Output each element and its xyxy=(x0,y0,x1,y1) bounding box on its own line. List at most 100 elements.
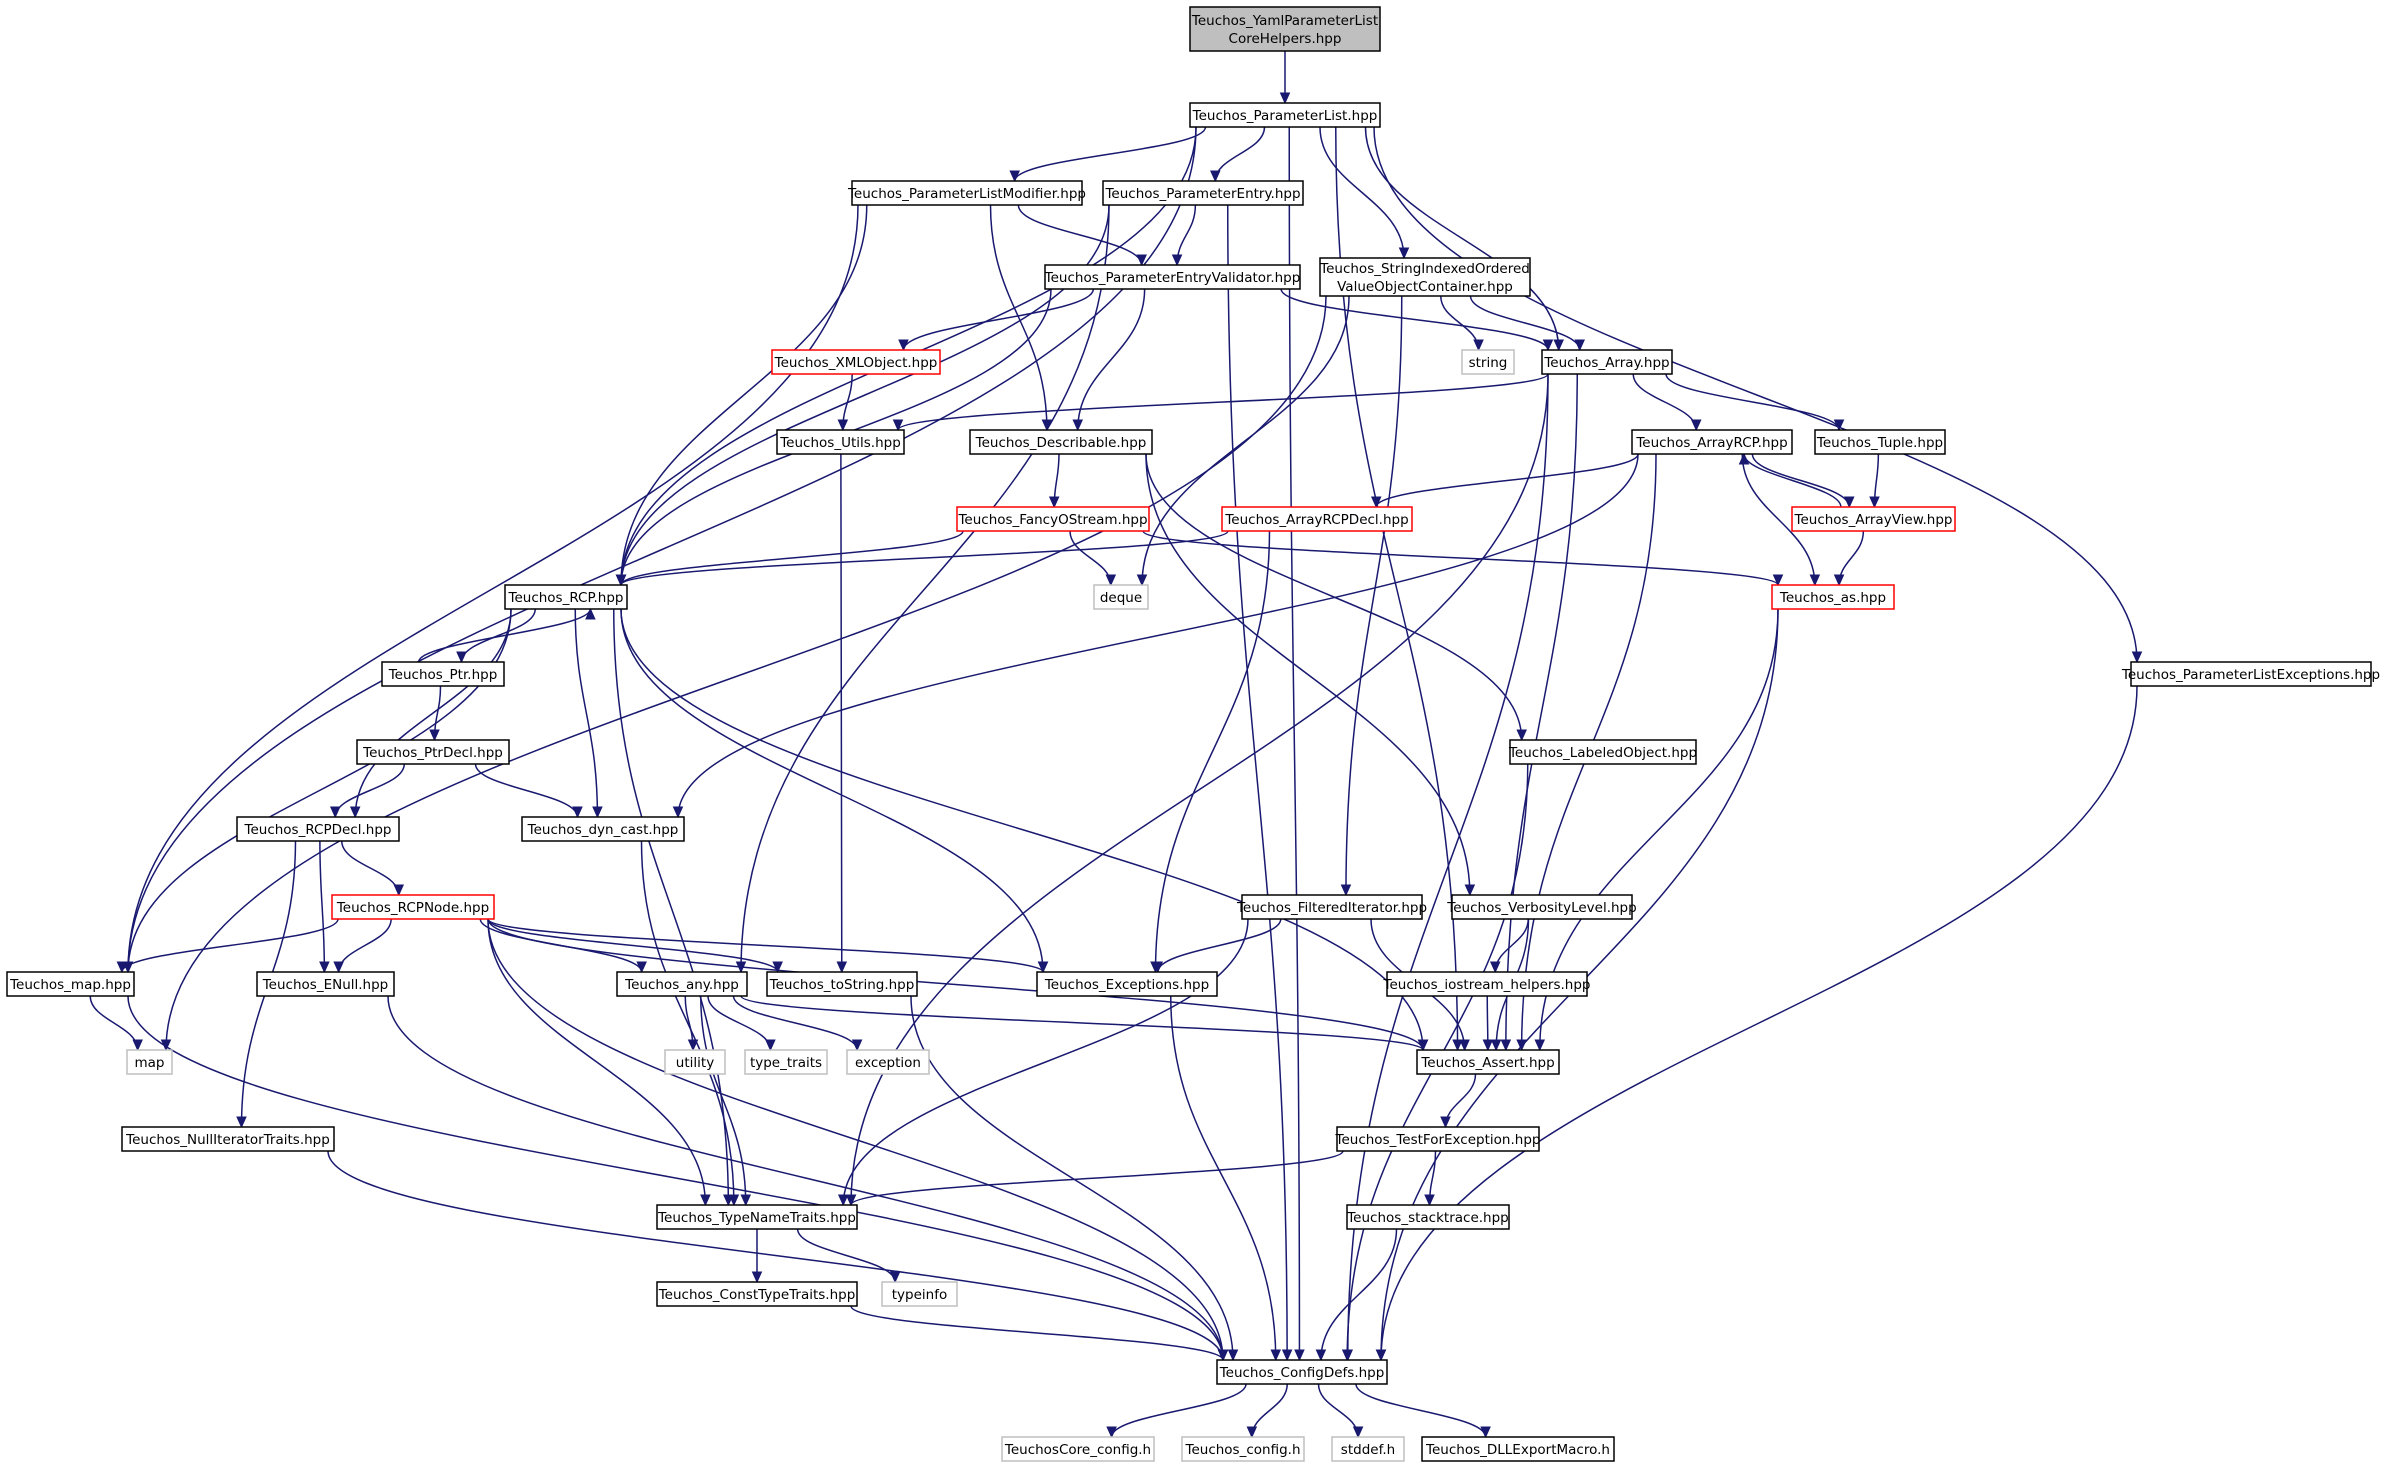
edge-rcp-to-exceptions xyxy=(620,608,1044,973)
node-exception[interactable]: exception xyxy=(846,1049,930,1075)
node-assert[interactable]: Teuchos_Assert.hpp xyxy=(1416,1049,1560,1075)
node-config[interactable]: Teuchos_config.h xyxy=(1181,1436,1305,1462)
node-testexc[interactable]: Teuchos_TestForException.hpp xyxy=(1335,1126,1541,1152)
node-box xyxy=(1221,506,1413,532)
edge-rcpnode-to-enull xyxy=(337,918,392,973)
node-stacktrace[interactable]: Teuchos_stacktrace.hpp xyxy=(1346,1204,1510,1230)
arrowhead xyxy=(116,961,128,974)
edge-typename-to-typeinfo xyxy=(796,1228,896,1283)
edge-arcp-to-as xyxy=(1741,453,1816,586)
edge-pentry-to-any xyxy=(740,204,1110,973)
node-plmod[interactable]: Teuchos_ParameterListModifier.hpp xyxy=(847,180,1086,206)
edge-plist-to-siovoc xyxy=(1319,126,1405,259)
node-typetraits[interactable]: type_traits xyxy=(744,1049,828,1075)
node-xmlobj[interactable]: Teuchos_XMLObject.hpp xyxy=(771,349,941,375)
edge-arcpdecl-to-exceptions xyxy=(1154,530,1271,973)
node-arcpdecl[interactable]: Teuchos_ArrayRCPDecl.hpp xyxy=(1221,506,1413,532)
node-label: Teuchos_StringIndexedOrdered xyxy=(1319,261,1530,277)
arrowhead xyxy=(1424,1194,1435,1207)
node-utility[interactable]: utility xyxy=(664,1049,726,1075)
node-box xyxy=(504,584,628,610)
node-tuple[interactable]: Teuchos_Tuple.hpp xyxy=(1814,429,1946,455)
node-box xyxy=(1093,584,1149,610)
node-label: deque xyxy=(1100,590,1142,606)
arrowhead xyxy=(1440,1116,1451,1129)
node-arcp[interactable]: Teuchos_ArrayRCP.hpp xyxy=(1631,429,1793,455)
node-box xyxy=(1346,1204,1510,1230)
node-label: Teuchos_RCPDecl.hpp xyxy=(244,822,392,838)
edge-fancy-to-rcp xyxy=(620,530,964,586)
arrowhead xyxy=(1048,496,1060,509)
node-verbosity[interactable]: Teuchos_VerbosityLevel.hpp xyxy=(1446,894,1637,920)
node-box xyxy=(1541,349,1673,375)
edge-configdefs-to-coreconfig xyxy=(1110,1383,1247,1438)
node-enull[interactable]: Teuchos_ENull.hpp xyxy=(256,971,395,997)
node-box xyxy=(1036,971,1218,997)
edge-arcpdecl-to-rcp xyxy=(620,530,1229,586)
node-stdmap[interactable]: map xyxy=(126,1049,173,1075)
node-tostring[interactable]: Teuchos_toString.hpp xyxy=(766,971,918,997)
arrowhead xyxy=(1340,884,1352,897)
edge-filtered-to-exceptions xyxy=(1157,918,1282,973)
node-rcpdecl[interactable]: Teuchos_RCPDecl.hpp xyxy=(236,816,400,842)
edge-any-to-exception xyxy=(732,995,858,1051)
node-string[interactable]: string xyxy=(1461,349,1515,375)
node-typename[interactable]: Teuchos_TypeNameTraits.hpp xyxy=(656,1204,858,1230)
node-map[interactable]: Teuchos_map.hpp xyxy=(6,971,135,997)
node-deque[interactable]: deque xyxy=(1093,584,1149,610)
node-filtered[interactable]: Teuchos_FilteredIterator.hpp xyxy=(1236,894,1427,920)
node-label: Teuchos_ParameterListExceptions.hpp xyxy=(2121,667,2380,683)
node-box xyxy=(1509,739,1697,765)
node-iostream[interactable]: Teuchos_iostream_helpers.hpp xyxy=(1383,971,1591,997)
edge-plist-to-configdefs xyxy=(1288,126,1301,1361)
edge-tostring-to-configdefs xyxy=(910,995,1234,1361)
node-box xyxy=(236,816,400,842)
edge-consttype-to-configdefs xyxy=(850,1305,1224,1361)
node-ptrdecl[interactable]: Teuchos_PtrDecl.hpp xyxy=(356,739,510,765)
node-utils[interactable]: Teuchos_Utils.hpp xyxy=(776,429,905,455)
edge-arrayview-to-arcp xyxy=(1743,453,1842,508)
node-exceptions[interactable]: Teuchos_Exceptions.hpp xyxy=(1036,971,1218,997)
node-box xyxy=(1814,429,1946,455)
node-stddef[interactable]: stddef.h xyxy=(1331,1436,1405,1462)
edge-plist-to-plexc xyxy=(1373,126,2138,663)
node-label: Teuchos_iostream_helpers.hpp xyxy=(1383,977,1591,993)
node-dyncast[interactable]: Teuchos_dyn_cast.hpp xyxy=(521,816,685,842)
node-array[interactable]: Teuchos_Array.hpp xyxy=(1541,349,1673,375)
node-nulliter[interactable]: Teuchos_NullIteratorTraits.hpp xyxy=(121,1126,335,1152)
node-as[interactable]: Teuchos_as.hpp xyxy=(1771,584,1895,610)
node-rcp[interactable]: Teuchos_RCP.hpp xyxy=(504,584,628,610)
arrowhead xyxy=(672,806,684,819)
node-label: Teuchos_FilteredIterator.hpp xyxy=(1236,900,1427,916)
node-pev[interactable]: Teuchos_ParameterEntryValidator.hpp xyxy=(1044,264,1301,290)
node-labeled[interactable]: Teuchos_LabeledObject.hpp xyxy=(1508,739,1697,765)
arrowhead xyxy=(1009,170,1020,183)
edge-arcp-to-arrayview xyxy=(1751,453,1851,508)
node-pentry[interactable]: Teuchos_ParameterEntry.hpp xyxy=(1102,180,1304,206)
node-dllexport[interactable]: Teuchos_DLLExportMacro.h xyxy=(1421,1436,1615,1462)
node-configdefs[interactable]: Teuchos_ConfigDefs.hpp xyxy=(1216,1359,1388,1385)
node-siovoc[interactable]: Teuchos_StringIndexedOrderedValueObjectC… xyxy=(1319,257,1531,297)
node-fancy[interactable]: Teuchos_FancyOStream.hpp xyxy=(956,506,1150,532)
arrowhead xyxy=(1553,339,1564,352)
arrowhead xyxy=(851,1039,863,1052)
node-rcpnode[interactable]: Teuchos_RCPNode.hpp xyxy=(331,894,495,920)
node-typeinfo[interactable]: typeinfo xyxy=(881,1281,958,1307)
edge-rcpnode-to-map xyxy=(121,918,339,973)
node-any[interactable]: Teuchos_any.hpp xyxy=(616,971,748,997)
edge-rcpdecl-to-enull xyxy=(319,840,326,973)
edge-siovoc-to-array xyxy=(1469,295,1581,351)
arrowhead xyxy=(1246,1426,1258,1439)
node-plist[interactable]: Teuchos_ParameterList.hpp xyxy=(1189,102,1381,128)
node-describ[interactable]: Teuchos_Describable.hpp xyxy=(969,429,1153,455)
node-ptr[interactable]: Teuchos_Ptr.hpp xyxy=(381,661,505,687)
node-coreconfig[interactable]: TeuchosCore_config.h xyxy=(1001,1436,1155,1462)
node-plexc[interactable]: Teuchos_ParameterListExceptions.hpp xyxy=(2121,661,2380,687)
node-box xyxy=(1386,971,1588,997)
arrowhead xyxy=(700,1194,711,1207)
node-consttype[interactable]: Teuchos_ConstTypeTraits.hpp xyxy=(656,1281,858,1307)
node-arrayview[interactable]: Teuchos_ArrayView.hpp xyxy=(1791,506,1956,532)
arrowhead xyxy=(1106,1426,1117,1439)
arrowhead xyxy=(329,806,341,819)
